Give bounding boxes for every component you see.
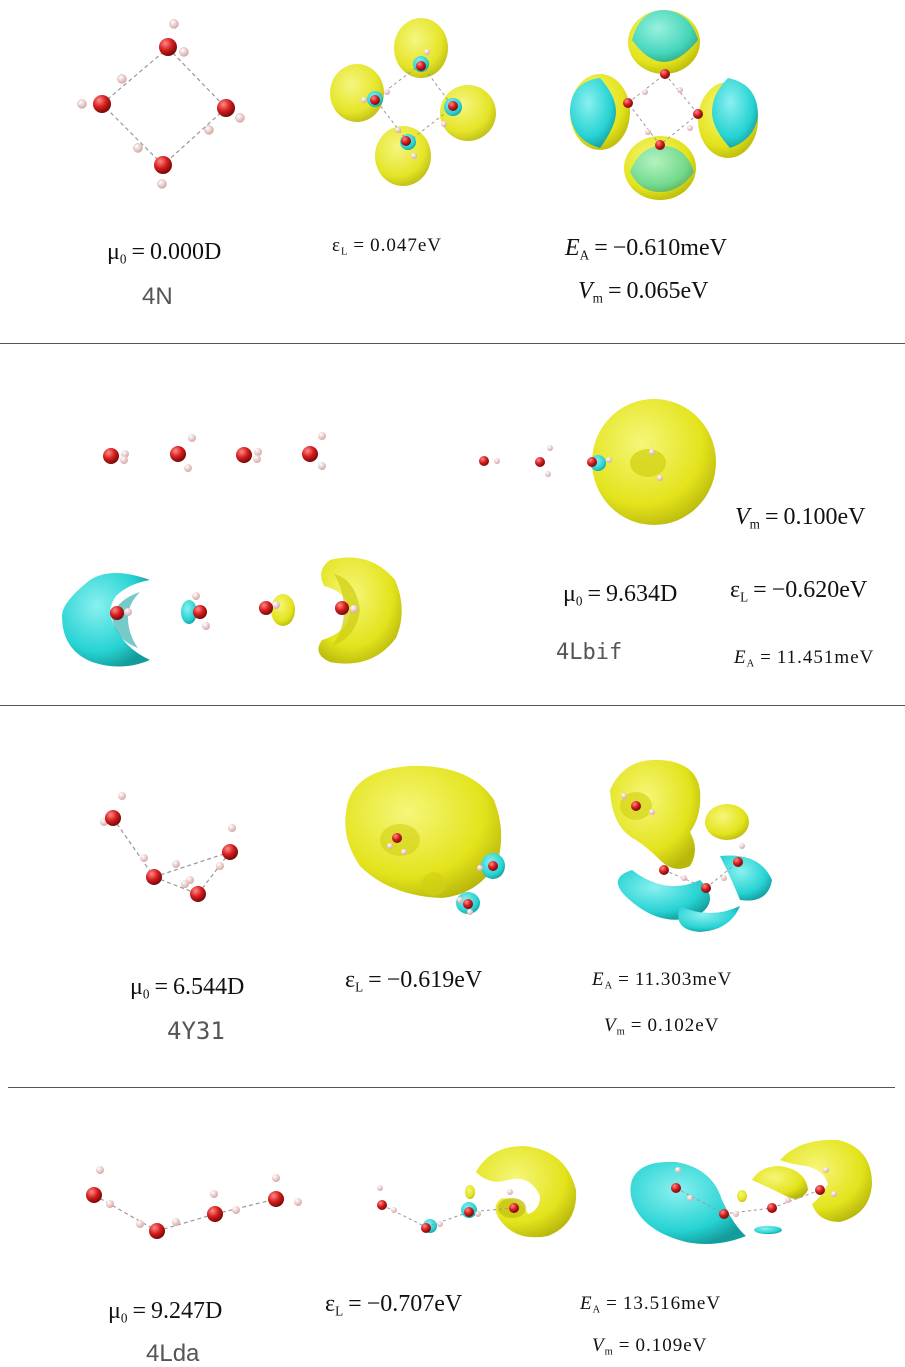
electron-affinity-label: EA=−0.610meV xyxy=(565,235,727,263)
vertical-detachment-label: Vm=0.100eV xyxy=(735,504,866,532)
vertical-detachment-label: Vm=0.102eV xyxy=(604,1015,720,1038)
panel-4Lbif-difference-density xyxy=(62,557,402,667)
panel-4Lda-lumo-orbital xyxy=(377,1146,577,1238)
lumo-energy-label: εL=−0.620eV xyxy=(730,577,868,605)
panel-4Y31-structure xyxy=(100,792,238,902)
lumo-energy-label: εL=0.047eV xyxy=(332,235,442,258)
electron-affinity-label: EA=11.451meV xyxy=(734,647,875,670)
dipole-moment-label: μ0=9.634D xyxy=(563,581,678,609)
panel-separator xyxy=(8,1087,895,1088)
panel-4N-lumo-orbital xyxy=(330,18,496,186)
cluster-name: 4N xyxy=(142,283,173,310)
dipole-moment-label: μ0=9.247D xyxy=(108,1298,223,1326)
electron-affinity-label: EA=11.303meV xyxy=(592,969,733,992)
dipole-moment-label: μ0=0.000D xyxy=(107,239,222,267)
panel-4N-difference-density xyxy=(570,10,758,200)
panel-4Lda-structure xyxy=(86,1166,302,1239)
panel-4Lbif-lumo-orbital xyxy=(479,399,716,525)
panel-4Lda-difference-density xyxy=(630,1139,872,1244)
lumo-energy-label: εL=−0.619eV xyxy=(345,967,483,995)
vertical-detachment-label: Vm=0.065eV xyxy=(578,278,709,306)
panel-separator xyxy=(0,343,905,344)
panel-4N-structure xyxy=(77,19,245,189)
cluster-name: 4Lda xyxy=(146,1340,200,1367)
cluster-name: 4Lbif xyxy=(556,640,623,665)
cluster-name: 4Y31 xyxy=(167,1017,225,1045)
electron-affinity-label: EA=13.516meV xyxy=(580,1293,722,1316)
vertical-detachment-label: Vm=0.109eV xyxy=(592,1335,708,1358)
panel-4Lbif-structure xyxy=(103,432,326,472)
dipole-moment-label: μ0=6.544D xyxy=(130,974,245,1002)
lumo-energy-label: εL=−0.707eV xyxy=(325,1291,463,1319)
panel-4Y31-lumo-orbital xyxy=(345,765,505,915)
panel-separator xyxy=(0,705,905,706)
panel-4Y31-difference-density xyxy=(610,759,772,932)
